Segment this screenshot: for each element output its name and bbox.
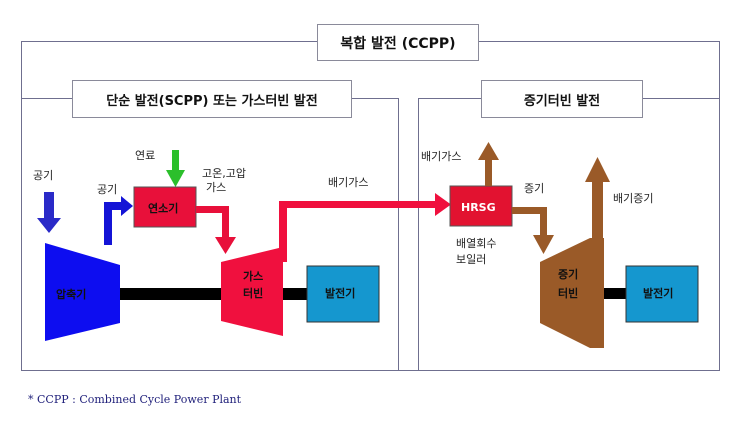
hrsg-label: HRSG: [461, 201, 496, 214]
exhaust-steam-arrow-icon: [585, 157, 610, 240]
air-inlet-arrow-icon: [37, 192, 61, 233]
exhaust-gas-arrow-icon: [279, 193, 451, 262]
hot-gas-label-2: 가스: [206, 181, 226, 194]
steam-label: 증기: [524, 182, 544, 195]
hrsg-desc-1: 배열회수: [456, 237, 496, 250]
air-inlet-label: 공기: [33, 169, 53, 182]
generator-1-label: 발전기: [325, 286, 355, 300]
steam-title: 증기터빈 발전: [481, 80, 643, 118]
gas-turbine-label-2: 터빈: [243, 286, 263, 300]
fuel-arrow-icon: [166, 150, 185, 187]
hrsg-exhaust-label: 배기가스: [421, 150, 461, 163]
fuel-label: 연료: [135, 149, 155, 162]
footnote: * CCPP : Combined Cycle Power Plant: [28, 393, 242, 406]
hot-gas-label-1: 고온,고압: [202, 167, 246, 180]
combustor: [133, 186, 197, 228]
steam-turbine-label-2: 터빈: [558, 286, 578, 300]
steam-turbine-label-1: 증기: [558, 267, 578, 281]
gas-turbine-label-1: 가스: [243, 269, 263, 283]
compressor: [45, 243, 120, 341]
compressor-label: 압축기: [56, 287, 86, 301]
generator-2: [625, 265, 699, 323]
hrsg-exhaust-arrow-icon: [478, 142, 499, 186]
compressed-air-label: 공기: [97, 183, 117, 196]
steam-shaft: [586, 288, 628, 299]
exhaust-gas-label: 배기가스: [328, 176, 368, 189]
hot-gas-arrow-icon: [196, 206, 236, 254]
scpp-title: 단순 발전(SCPP) 또는 가스터빈 발전: [72, 80, 352, 118]
hrsg-desc-2: 보일러: [456, 252, 486, 266]
compressed-air-arrow-icon: [104, 196, 133, 245]
generator-2-label: 발전기: [643, 286, 673, 300]
steam-turbine: [540, 238, 604, 348]
generator-1: [306, 265, 380, 323]
exhaust-steam-label: 배기증기: [613, 192, 653, 205]
combustor-label: 연소기: [148, 201, 178, 215]
hrsg: [449, 185, 513, 227]
gas-turbine: [221, 247, 283, 336]
steam-arrow-icon: [512, 207, 554, 254]
ccpp-title: 복합 발전 (CCPP): [317, 24, 479, 61]
